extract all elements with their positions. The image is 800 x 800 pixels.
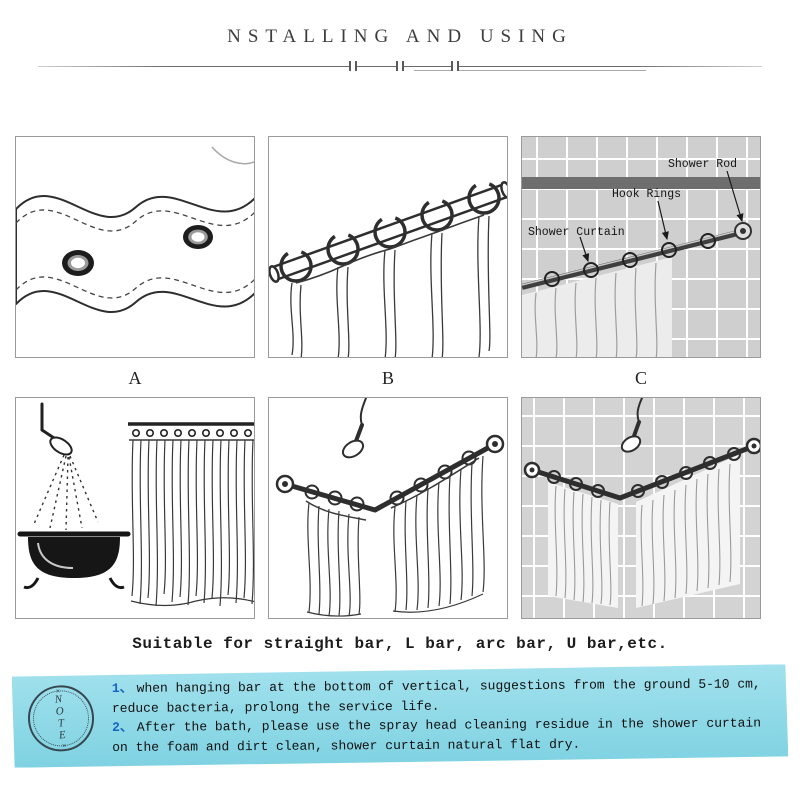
stamp-letter: E bbox=[58, 728, 68, 742]
label-shower-rod: Shower Rod bbox=[668, 158, 737, 171]
wall-flange-icon bbox=[275, 434, 505, 494]
label-hook-rings: Hook Rings bbox=[612, 188, 681, 201]
label-a: A bbox=[128, 368, 142, 388]
illustration-row-bottom bbox=[0, 397, 800, 619]
hook-ring-icon bbox=[544, 233, 716, 287]
labelled-shower-diagram: Shower Rod Hook Rings Shower Curtain bbox=[522, 137, 760, 357]
suitability-caption: Suitable for straight bar, L bar, arc ba… bbox=[132, 635, 668, 653]
illustration-row-top: Shower Rod Hook Rings Shower Curtain bbox=[0, 136, 800, 358]
divider-line-secondary bbox=[414, 70, 647, 71]
bathtub-icon bbox=[17, 531, 131, 590]
divider-ornament-icon bbox=[396, 61, 405, 71]
hook-ring-icon bbox=[547, 447, 741, 498]
ornamental-divider bbox=[38, 60, 762, 74]
grommet-dots bbox=[132, 428, 253, 437]
page-title: NSTALLING AND USING bbox=[227, 26, 573, 47]
divider-ornament-icon bbox=[349, 61, 358, 71]
panel-labelled-diagram: Shower Rod Hook Rings Shower Curtain bbox=[521, 136, 761, 358]
label-shower-curtain: Shower Curtain bbox=[528, 226, 625, 239]
stamp-mark-top: × bbox=[55, 686, 61, 696]
panel-corner-bar bbox=[268, 397, 508, 619]
shower-head-icon bbox=[341, 398, 367, 459]
note-text: 1、when hanging bar at the bottom of vert… bbox=[112, 674, 773, 757]
note-item-number: 1、 bbox=[111, 680, 133, 697]
note-item-text: After the bath, please use the spray hea… bbox=[112, 715, 762, 755]
curtain-folds bbox=[305, 455, 485, 617]
wall-shadow-band bbox=[522, 177, 760, 189]
divider-ornament-icon bbox=[450, 61, 459, 71]
panel-letter-labels: A B C bbox=[0, 368, 800, 389]
label-b: B bbox=[381, 368, 394, 388]
note-item: 1、when hanging bar at the bottom of vert… bbox=[112, 674, 772, 718]
note-stamp: × N O T E × bbox=[25, 682, 98, 755]
panel-hooks-on-rod bbox=[268, 136, 508, 358]
curtain-folds bbox=[129, 439, 254, 607]
curtain-hooks-illustration bbox=[269, 181, 507, 357]
grommet-eyelet-icon bbox=[62, 250, 94, 276]
wall-flange-icon bbox=[523, 437, 760, 479]
curtain-folds bbox=[290, 214, 491, 357]
note-item-number: 2、 bbox=[112, 719, 133, 736]
shower-head-icon bbox=[620, 398, 643, 453]
stamp-mark-bottom: × bbox=[61, 740, 67, 751]
note-item: 2、After the bath, please use the spray h… bbox=[112, 713, 772, 757]
u-bar-illustration bbox=[522, 398, 760, 618]
curtain-rod bbox=[269, 181, 507, 283]
note-item-text: when hanging bar at the bottom of vertic… bbox=[111, 676, 761, 716]
hook-ring-icon bbox=[279, 181, 501, 283]
curtain-rod bbox=[282, 441, 498, 513]
label-c: C bbox=[634, 368, 647, 388]
panel-u-bar-tiles bbox=[521, 397, 761, 619]
panel-grommet-closeup bbox=[15, 136, 255, 358]
shower-curtain-hanging bbox=[548, 454, 740, 608]
stamp-letter: T bbox=[57, 716, 66, 730]
grommet-curtain-illustration bbox=[16, 146, 254, 313]
shower-head-icon bbox=[40, 402, 73, 456]
curtain-rod bbox=[529, 443, 757, 501]
note-box: × N O T E × 1、when hanging bar at the bo… bbox=[12, 664, 789, 767]
bathtub-shower-illustration bbox=[17, 402, 254, 607]
stamp-letter: N bbox=[54, 693, 64, 707]
water-spray bbox=[33, 454, 99, 531]
stamp-letter: O bbox=[55, 705, 66, 718]
curtain-band bbox=[16, 195, 254, 313]
leader-lines bbox=[579, 170, 744, 263]
panel-bathtub-straight-bar bbox=[15, 397, 255, 619]
shower-curtain-hanging bbox=[522, 257, 672, 357]
corner-bar-illustration bbox=[275, 398, 505, 617]
grommet-eyelet-icon bbox=[183, 225, 213, 249]
